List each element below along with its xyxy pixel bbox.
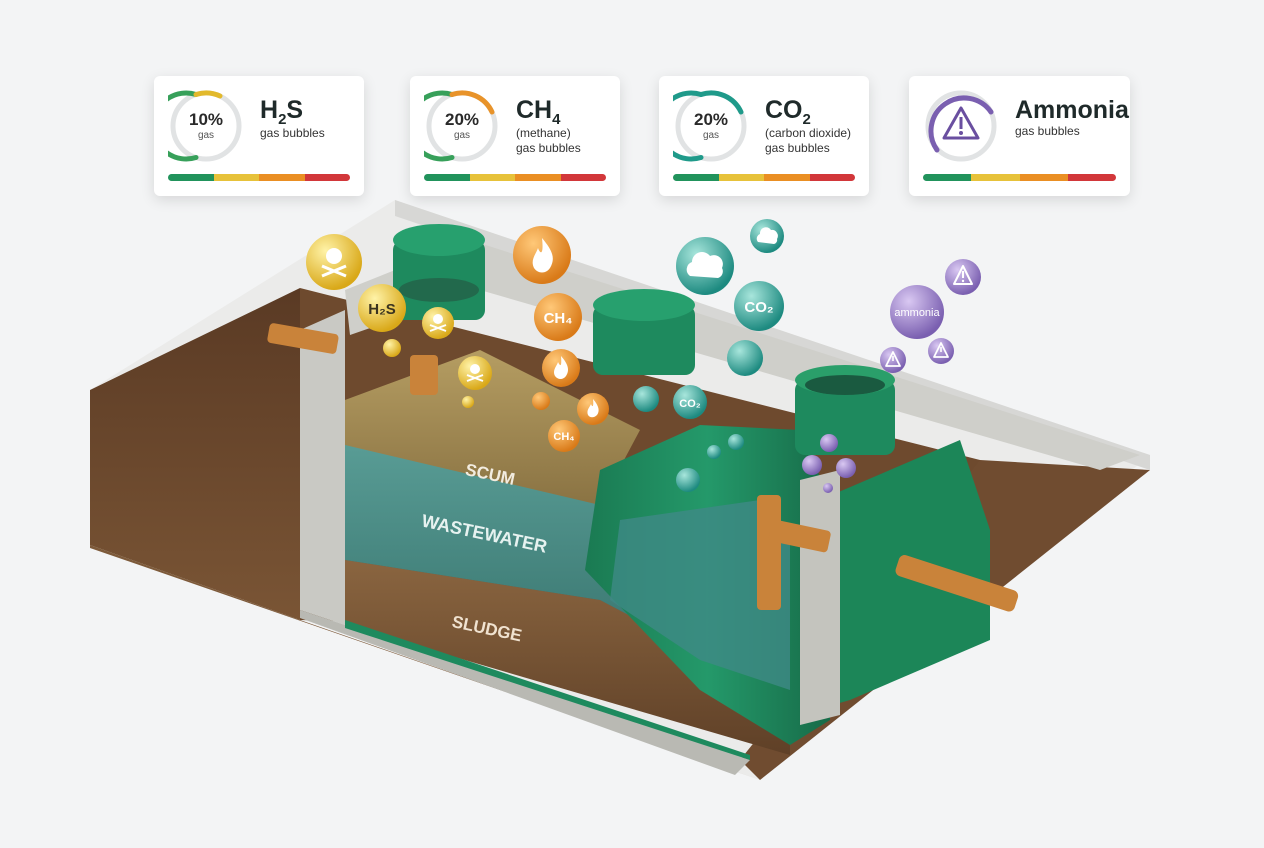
co2-bubble-small-1	[633, 386, 659, 412]
riser-2	[593, 289, 695, 375]
ch4-description: (methane)gas bubbles	[516, 126, 581, 155]
ammonia-bubble-small-3	[836, 458, 856, 478]
h2s-percent: 10%	[188, 110, 224, 129]
co2-bubble-label-small: CO₂	[673, 385, 707, 419]
ch4-card: 20% gas CH4 (methane)gas bubbles	[410, 76, 620, 196]
ch4-percent: 20%	[444, 110, 480, 129]
concrete-floor	[300, 610, 750, 775]
h2s-bubble-skull-large	[306, 234, 362, 290]
cloud-icon	[756, 227, 778, 244]
flame-icon	[532, 238, 553, 273]
h2s-bubble-tiny-2	[462, 396, 474, 408]
skull-crossbones-icon	[429, 314, 447, 332]
ammonia-description: gas bubbles	[1015, 124, 1080, 138]
soil-left-wall	[90, 288, 300, 620]
flame-icon	[587, 399, 599, 418]
svg-text:CO₂: CO₂	[744, 299, 773, 316]
green-tank-inner-water	[610, 500, 790, 690]
h2s-unit: gas	[197, 130, 215, 141]
h2s-bubble-label: H₂S	[358, 284, 406, 332]
co2-bubble-small-3	[707, 445, 721, 459]
ch4-bubble-flame-medium	[542, 349, 580, 387]
svg-text:CH₄: CH₄	[544, 310, 573, 327]
inlet-tee	[410, 355, 438, 395]
ch4-gauge: 20% gas	[424, 88, 500, 164]
co2-bubble-medium	[727, 340, 763, 376]
ch4-unit: gas	[453, 130, 471, 141]
co2-gauge: 20% gas	[673, 88, 749, 164]
outlet-pipe	[895, 555, 1019, 612]
ch4-severity-scale	[424, 174, 606, 181]
ammonia-card: Ammonia gas bubbles	[909, 76, 1130, 196]
ammonia-severity-scale	[923, 174, 1116, 181]
co2-description: (carbon dioxide)gas bubbles	[765, 126, 852, 155]
h2s-gauge: 10% gas	[168, 88, 244, 164]
ammonia-bubble-small-4	[823, 483, 833, 493]
riser-1	[393, 224, 485, 320]
ammonia-bubble-warning-1	[945, 259, 981, 295]
h2s-severity-scale	[168, 174, 350, 181]
sludge-layer	[345, 560, 790, 755]
concrete-divider	[800, 470, 840, 725]
h2s-formula: H2S	[260, 96, 304, 128]
co2-bubble-small-4	[728, 434, 744, 450]
ch4-bubble-tiny	[532, 392, 550, 410]
co2-bubble-cloud-small	[750, 219, 784, 253]
ch4-bubble-flame-small	[577, 393, 609, 425]
warning-icon	[953, 265, 973, 285]
svg-text:ammonia: ammonia	[894, 307, 940, 319]
warning-icon	[942, 106, 980, 140]
h2s-bubble-tiny-1	[383, 339, 401, 357]
ammonia-gauge	[923, 88, 999, 164]
co2-unit: gas	[702, 130, 720, 141]
svg-text:H₂S: H₂S	[368, 301, 396, 318]
warning-icon	[885, 351, 901, 367]
ch4-bubble-label-small: CH₄	[548, 420, 580, 452]
h2s-card: 10% gas H2S gas bubbles	[154, 76, 364, 196]
ch4-bubble-flame-large	[513, 226, 571, 284]
skull-crossbones-icon	[466, 364, 484, 382]
co2-card: 20% gas CO2 (carbon dioxide)gas bubbles	[659, 76, 869, 196]
outlet-pipe-inner	[768, 519, 831, 553]
ammonia-bubble-small-1	[820, 434, 838, 452]
baffle-pipe	[757, 495, 781, 610]
h2s-description: gas bubbles	[260, 126, 325, 140]
ammonia-bubble-label: ammonia	[890, 285, 944, 339]
ammonia-formula: Ammonia	[1015, 96, 1129, 124]
co2-bubble-label: CO₂	[734, 281, 784, 331]
h2s-bubble-skull-small-2	[458, 356, 492, 390]
warning-icon	[933, 342, 949, 358]
inlet-pipe	[267, 323, 339, 354]
co2-severity-scale	[673, 174, 855, 181]
h2s-bubble-skull-small-1	[422, 307, 454, 339]
flame-icon	[554, 356, 569, 379]
ch4-bubble-label: CH₄	[534, 293, 582, 341]
co2-bubble-small-2	[676, 468, 700, 492]
svg-text:CH₄: CH₄	[553, 431, 574, 443]
svg-text:CO₂: CO₂	[679, 398, 701, 410]
riser-3	[795, 365, 895, 455]
ch4-formula: CH4	[516, 96, 561, 128]
cloud-icon	[686, 252, 723, 278]
ammonia-bubble-warning-2	[880, 347, 906, 373]
co2-bubble-cloud-large	[676, 237, 734, 295]
ammonia-bubble-small-2	[802, 455, 822, 475]
tank-floor-liner	[345, 620, 750, 760]
concrete-left-wall	[300, 310, 345, 625]
skull-crossbones-icon	[321, 248, 347, 278]
ammonia-bubble-warning-3	[928, 338, 954, 364]
co2-percent: 20%	[693, 110, 729, 129]
co2-formula: CO2	[765, 96, 811, 128]
